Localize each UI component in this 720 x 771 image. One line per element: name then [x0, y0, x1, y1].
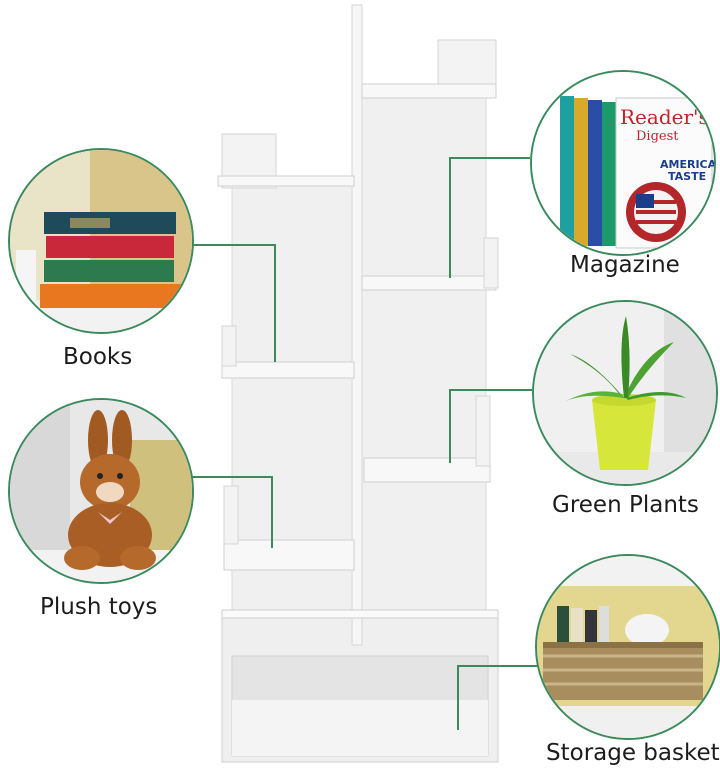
books-label: Books: [63, 344, 133, 370]
green-plants-circle: [532, 300, 718, 486]
magazine-headline2: TASTE: [668, 170, 706, 183]
storage-basket-label: Storage basket: [546, 740, 720, 766]
plush-toys-label: Plush toys: [40, 594, 158, 620]
magazine-label: Magazine: [570, 252, 680, 278]
magazine-subtitle: Digest: [636, 129, 679, 144]
magazine-title: Reader's: [620, 105, 709, 129]
magazine-headline: AMERICA: [660, 158, 714, 171]
plush-toys-circle: [8, 398, 194, 584]
books-circle: [8, 148, 194, 334]
storage-basket-circle: [535, 554, 720, 740]
green-plants-label: Green Plants: [552, 492, 699, 518]
magazine-circle: Reader's Digest AMERICA TASTE: [530, 70, 716, 256]
